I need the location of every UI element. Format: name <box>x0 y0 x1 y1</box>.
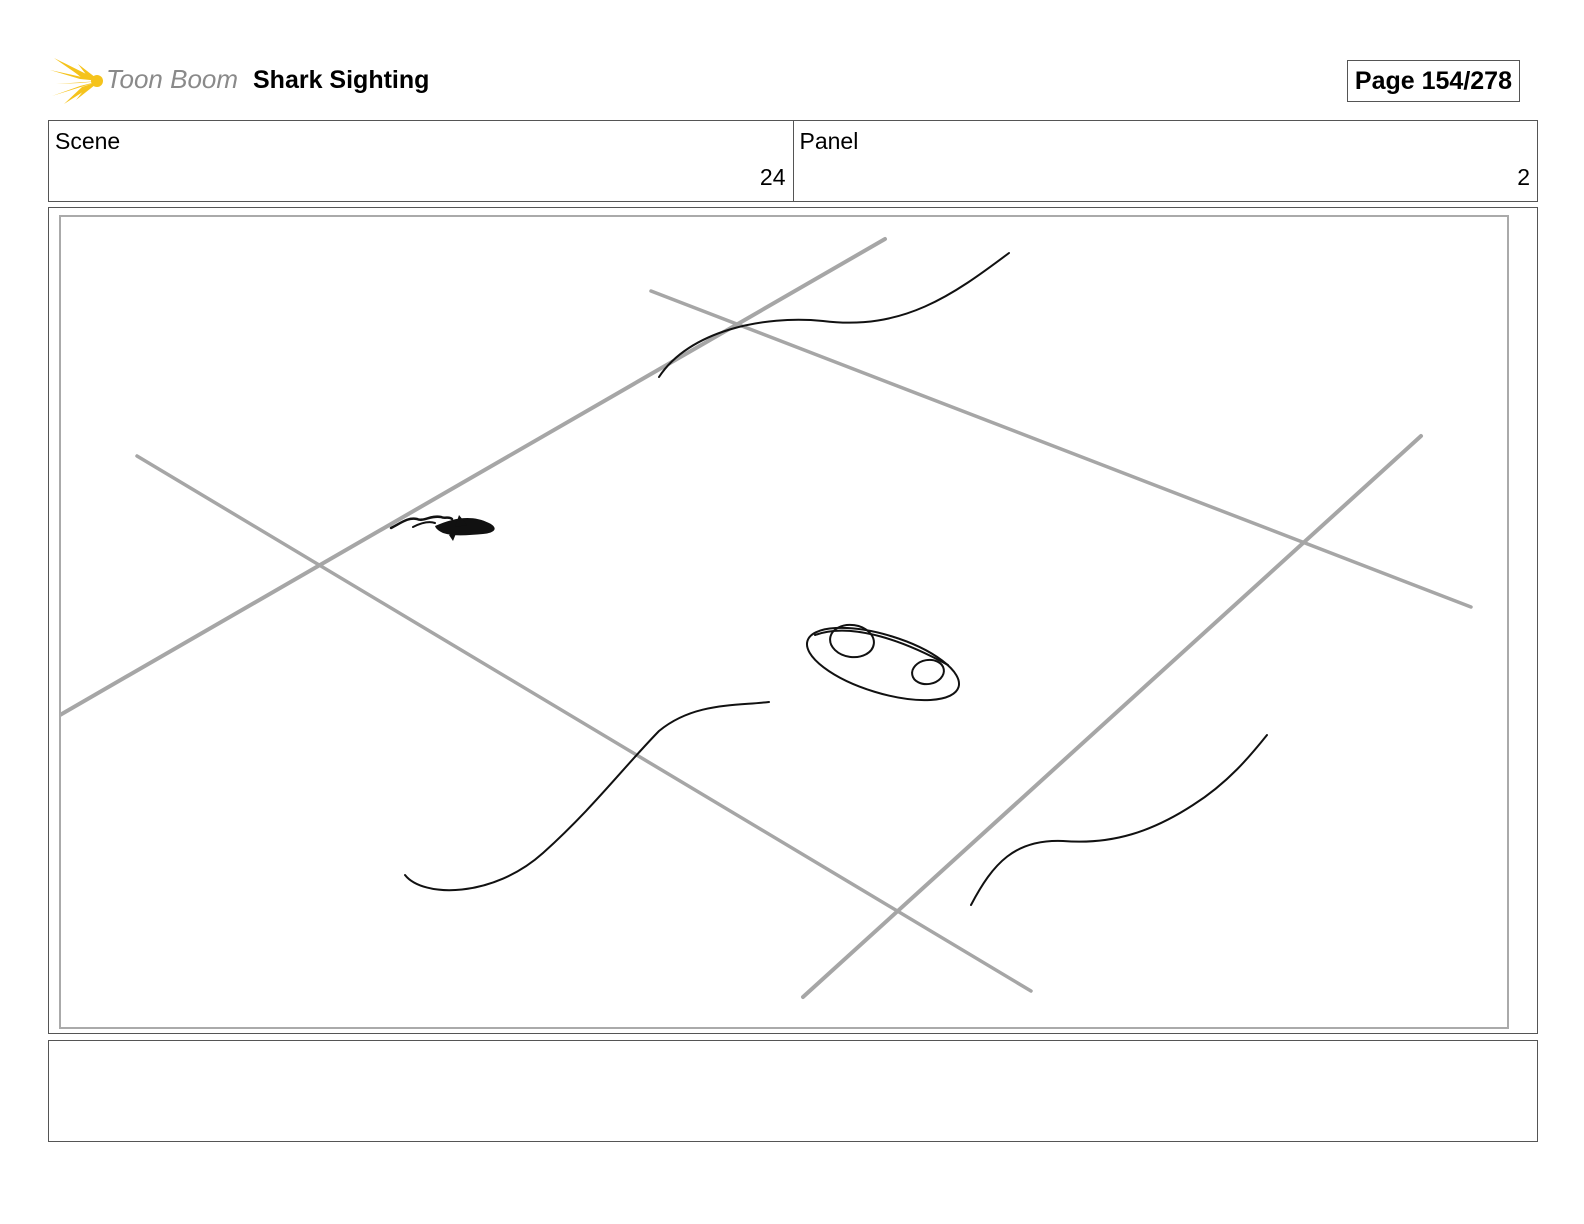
guide-line <box>649 289 1473 609</box>
shark-wake <box>389 515 454 530</box>
panel-value: 2 <box>1517 164 1530 190</box>
wave-stroke <box>404 701 770 892</box>
guide-line <box>61 237 887 717</box>
guide-line <box>135 454 1033 993</box>
page-header: Toon Boom Shark Sighting Page 154/278 <box>48 56 1538 106</box>
panel-drawing-area <box>59 215 1509 1029</box>
scene-cell: Scene 24 <box>49 121 793 201</box>
panel-cell: Panel 2 <box>792 121 1538 201</box>
logo-text: Toon Boom <box>106 64 239 94</box>
boat-hull <box>805 626 961 702</box>
wave-stroke <box>970 734 1268 906</box>
storyboard-panel <box>48 207 1538 1034</box>
toon-boom-logo: Toon Boom <box>50 56 240 106</box>
panel-notes[interactable] <box>48 1040 1538 1142</box>
page-number: Page 154/278 <box>1346 60 1520 102</box>
scene-value: 24 <box>759 164 786 190</box>
burst-icon <box>50 58 103 104</box>
scene-label: Scene <box>55 128 121 154</box>
scene-panel-info: Scene 24 Panel 2 <box>48 120 1538 202</box>
guide-line <box>801 434 1423 999</box>
boat-seat <box>911 658 945 686</box>
shark-fin <box>455 515 467 527</box>
shark-fin <box>449 531 457 541</box>
boat-inner-line <box>814 629 949 666</box>
project-title: Shark Sighting <box>253 66 430 94</box>
panel-label: Panel <box>799 128 859 154</box>
panel-sketch <box>61 237 1473 999</box>
shark-wake <box>412 521 436 528</box>
wave-stroke <box>658 252 1010 378</box>
boat-seat <box>829 623 875 659</box>
shark-silhouette <box>435 517 495 536</box>
